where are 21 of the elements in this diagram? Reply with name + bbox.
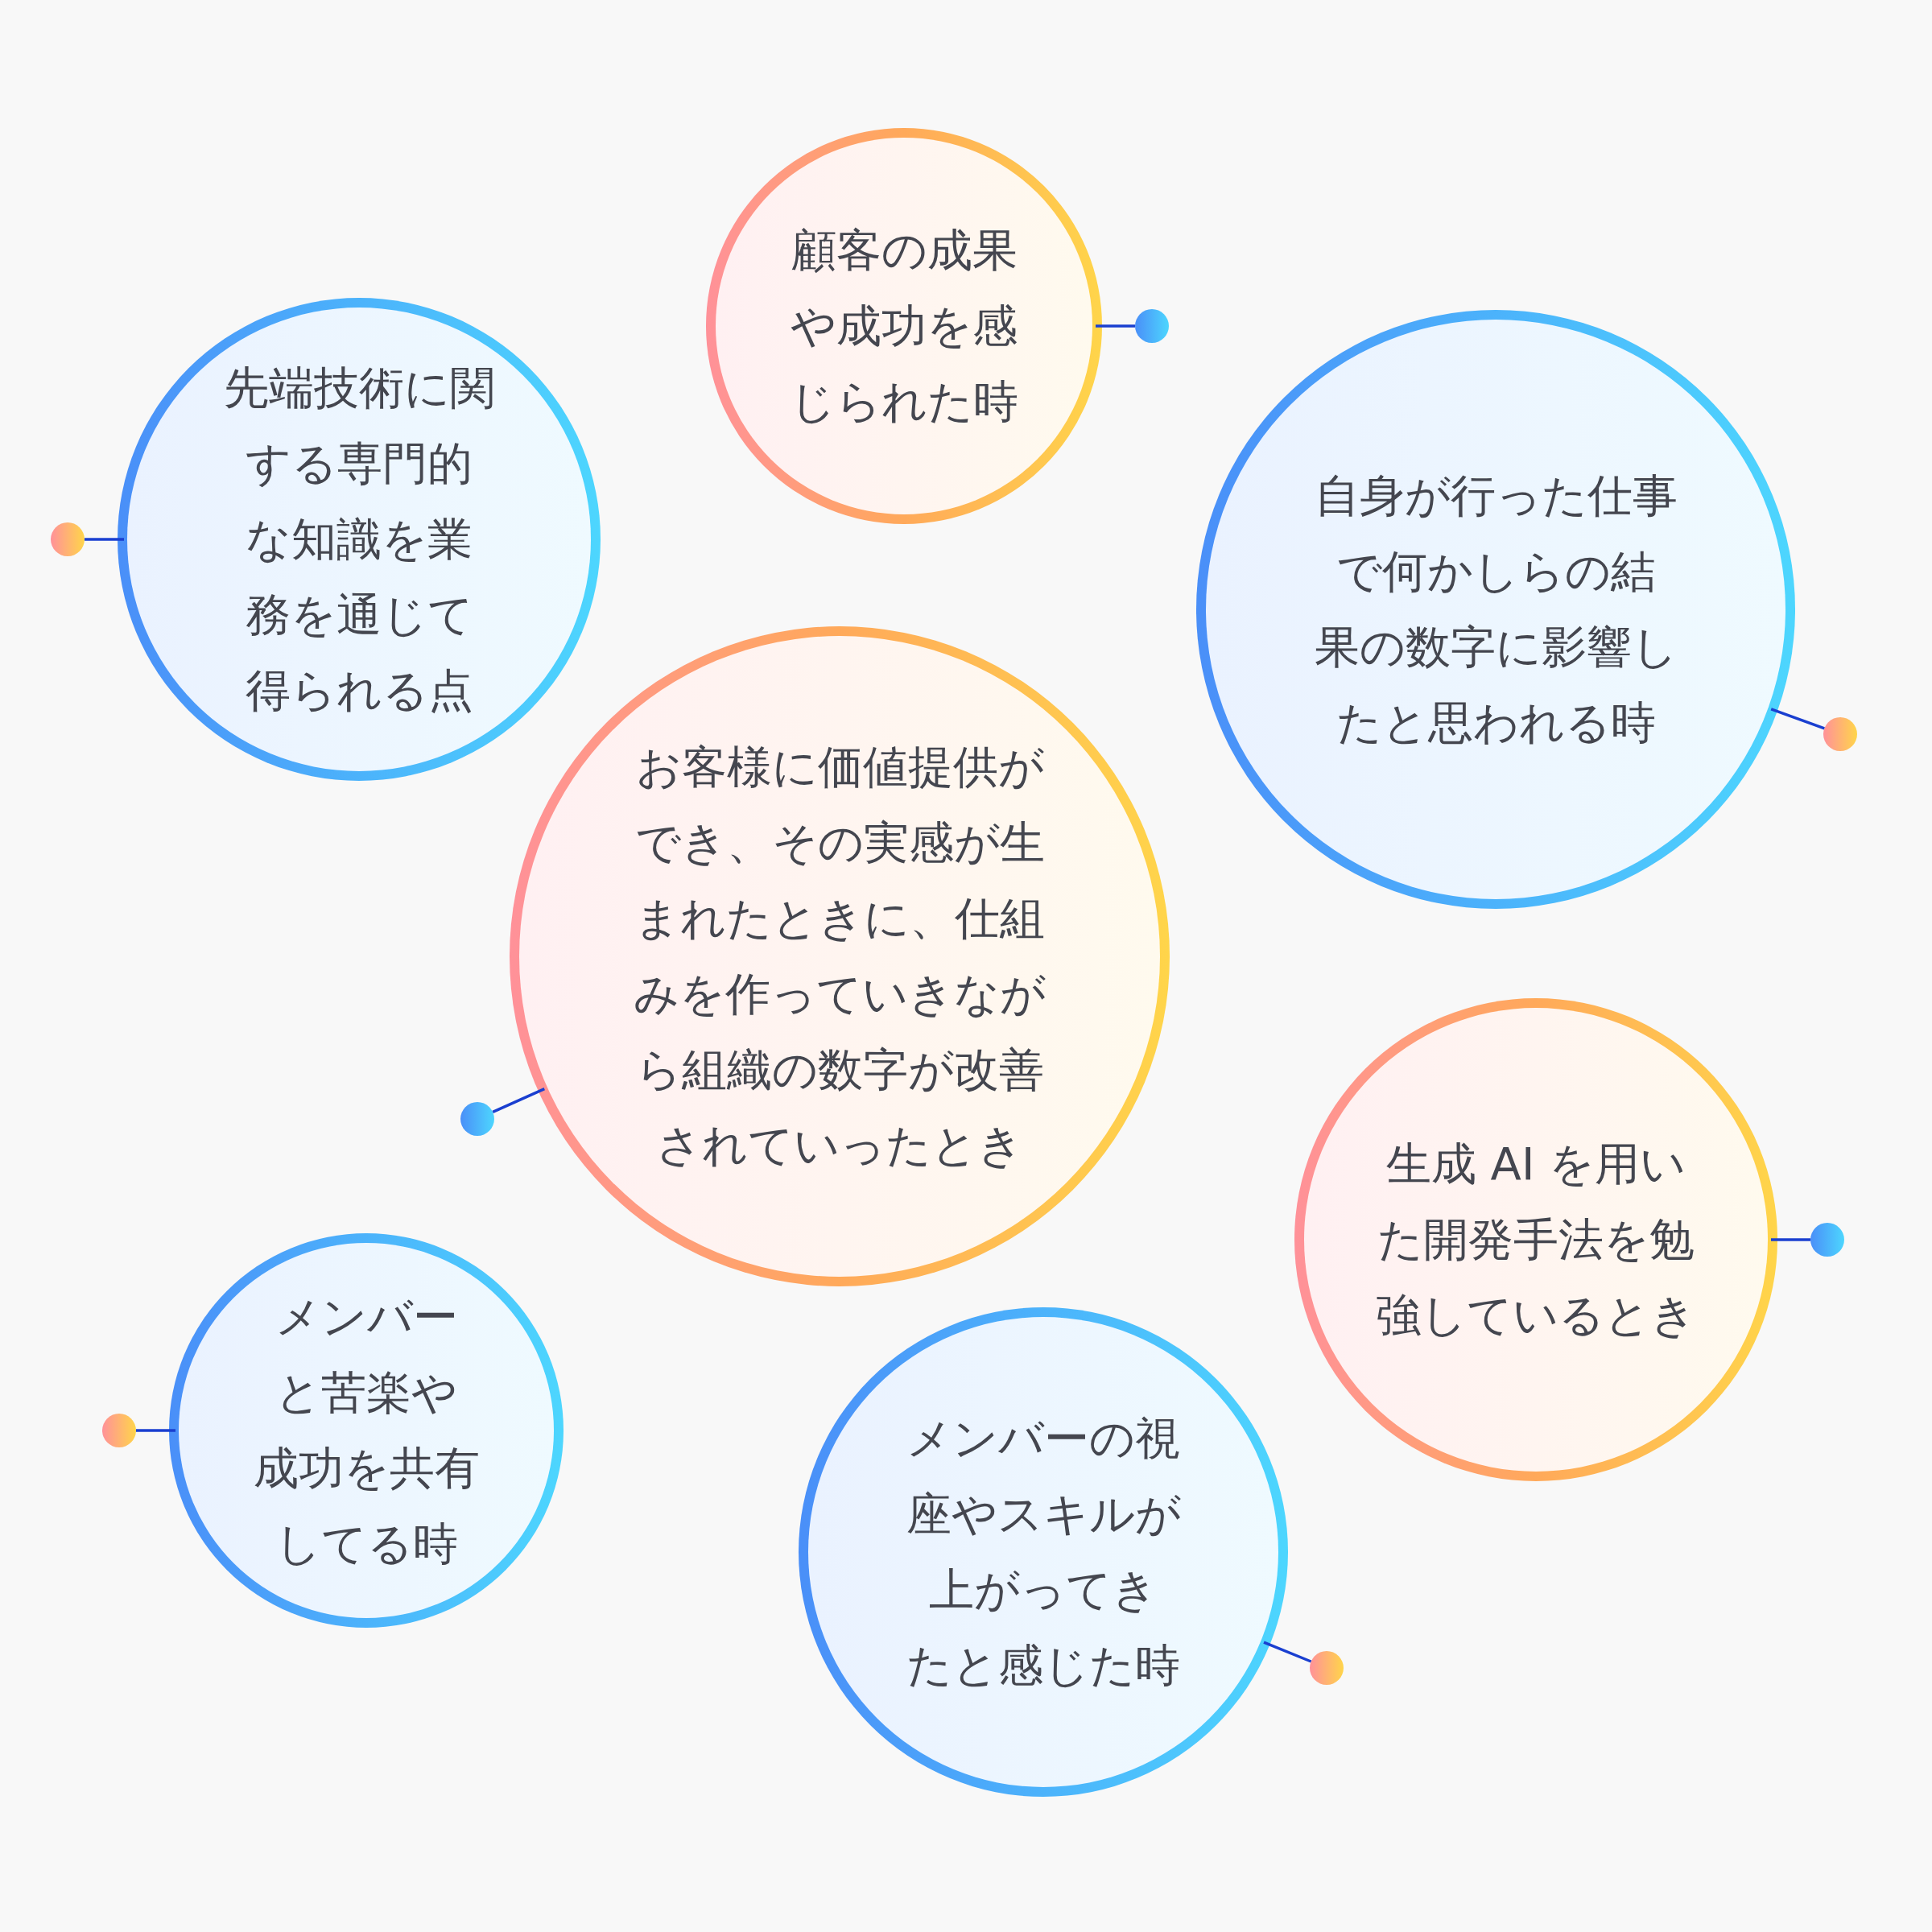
connector-line — [492, 1088, 545, 1113]
connector-line — [1771, 1238, 1810, 1241]
bubble-text: 自身が行った仕事で何かしらの結果の数字に影響したと思われる時 — [1313, 469, 1678, 750]
connector-line — [1770, 708, 1825, 730]
connector-line — [85, 538, 124, 541]
bubble-text: メンバーと苦楽や成功を共有してる時 — [252, 1290, 481, 1571]
bubble-text: メンバーの視座やスキルが上がってきたと感じた時 — [905, 1411, 1182, 1693]
dot-icon — [102, 1414, 136, 1447]
bubble-text: 生成 AI を用いた開発手法を勉強しているとき — [1375, 1137, 1697, 1343]
dot-icon — [1135, 309, 1169, 343]
bubble-text: お客様に価値提供ができ、その実感が生まれたときに、仕組みを作っていきながら組織の数字が改善されていったとき — [633, 740, 1046, 1173]
bubble-text: 顧客の成果や成功を感じられた時 — [789, 223, 1019, 429]
connector-line — [1263, 1641, 1312, 1663]
connector-line — [1096, 324, 1135, 328]
dot-icon — [1310, 1651, 1344, 1685]
dot-icon — [1810, 1223, 1844, 1257]
dot-icon — [1823, 717, 1857, 751]
dot-icon — [460, 1102, 494, 1136]
dot-icon — [51, 522, 85, 556]
connector-line — [136, 1429, 175, 1432]
bubble-text: 先端技術に関する専門的な知識を業務を通じて得られる点 — [222, 361, 496, 718]
